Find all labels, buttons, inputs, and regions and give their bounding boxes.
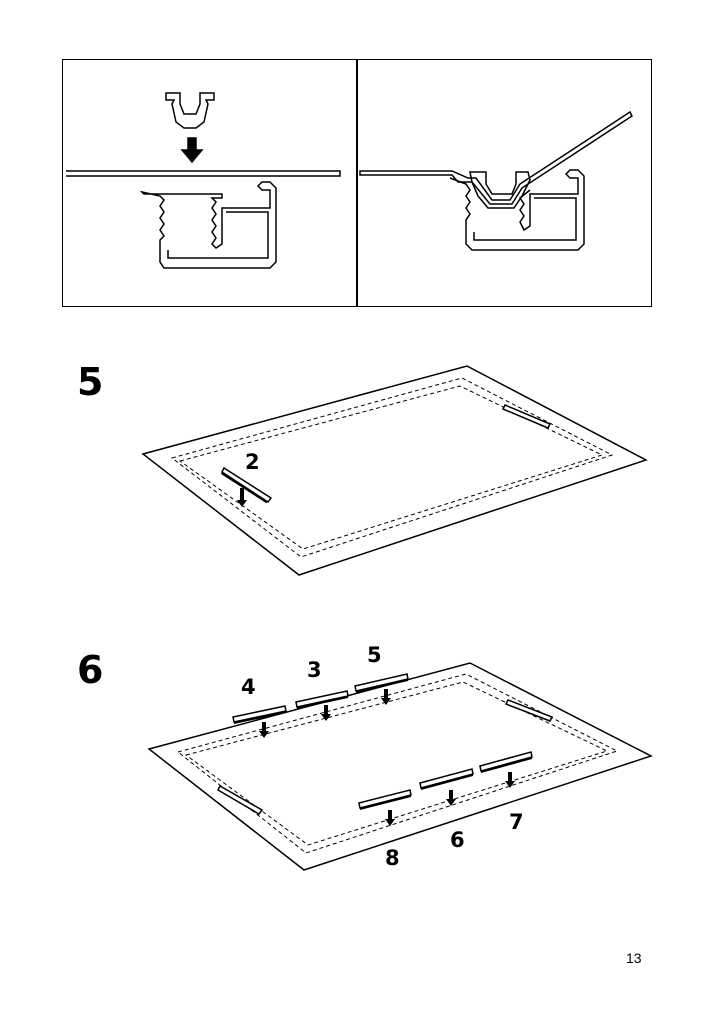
down-arrow-icon [381, 689, 391, 705]
down-arrow-icon [321, 705, 331, 721]
step-number-6: 6 [77, 648, 104, 692]
strip-label-8: 8 [385, 846, 400, 870]
step-6-illustration [147, 662, 653, 871]
page-number: 13 [626, 950, 642, 966]
fabric-edge [359, 110, 633, 205]
down-arrow-icon [180, 137, 204, 164]
clip-profile-icon [469, 171, 531, 209]
down-arrow-icon [259, 722, 269, 738]
mounted-strip [501, 404, 552, 429]
strip-8 [358, 789, 412, 810]
right-detail-illustration [359, 110, 633, 251]
seam-line-inner [184, 681, 609, 846]
fabric-edge [66, 170, 341, 177]
strip-5 [354, 673, 409, 693]
mounted-strip-left [217, 784, 264, 815]
clip-profile-icon [165, 92, 215, 129]
down-arrow-icon [446, 790, 456, 806]
strip-7 [479, 751, 533, 773]
strip-label-5: 5 [367, 643, 382, 667]
fabric-sheet [147, 662, 653, 871]
strip-label-7: 7 [509, 810, 524, 834]
down-arrow-icon [505, 772, 515, 788]
strip-label-4: 4 [241, 675, 256, 699]
step-number-5: 5 [77, 360, 104, 404]
strip-label-6: 6 [450, 828, 465, 852]
mounted-strip-right [504, 699, 554, 722]
strip-label-3: 3 [307, 658, 322, 682]
detail-panel-divider [356, 59, 358, 307]
fabric-sheet [141, 365, 648, 576]
frame-profile-icon [139, 181, 277, 269]
left-detail-illustration [66, 92, 341, 269]
down-arrow-icon [237, 488, 247, 507]
step-5-illustration [141, 365, 648, 576]
strip-6 [419, 768, 474, 790]
seam-line-outer [170, 377, 614, 558]
strip-2 [221, 466, 273, 504]
seam-line-outer [176, 673, 619, 854]
strip-3 [295, 690, 349, 709]
frame-profile-icon [449, 169, 585, 251]
strip-4 [232, 705, 287, 724]
down-arrow-icon [385, 810, 395, 826]
strip-label-2: 2 [245, 450, 260, 474]
